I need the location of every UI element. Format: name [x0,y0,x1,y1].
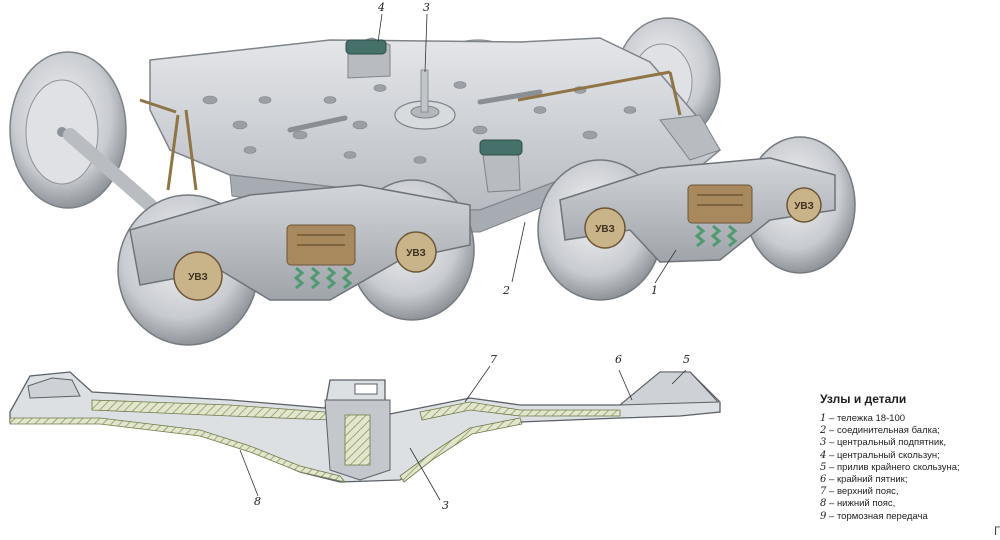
parts-legend: Узлы и детали 1 – тележка 18-100 2 – сое… [820,392,998,523]
callout-2: 2 [503,284,510,297]
legend-item: 9 – тормозная передача [820,510,928,522]
badge-uvz: УВЗ [595,224,615,235]
axle-box-badges: УВЗ УВЗ УВЗ УВЗ [188,201,814,283]
callout-7: 7 [490,353,497,366]
callout-8: 8 [254,495,261,508]
section-leader-lines [239,365,687,501]
section-view [9,371,721,483]
legend-item: 6 – крайний пятник; [820,473,908,485]
legend-item: 7 – верхний пояс, [820,486,899,498]
legend-item: 8 – нижний пояс, [820,498,896,510]
bogie-left [117,179,475,346]
edge-mark: Г [994,524,1000,538]
axle [63,128,157,212]
legend-item: 2 – соединительная балка; [820,425,940,437]
badge-uvz: УВЗ [188,272,208,283]
legend-item: 3 – центральный подпятник, [820,437,946,449]
badge-uvz: УВЗ [794,201,814,212]
badge-uvz: УВЗ [406,248,426,259]
legend-item: 4 – центральный скользун; [820,449,940,461]
legend-item: 1 – тележка 18-100 [820,413,906,424]
bogie-right [537,114,856,301]
legend-title: Узлы и детали [820,392,907,406]
brake-rigging [139,70,682,191]
leader-lines [377,13,677,284]
callout-3: 3 [423,1,430,14]
callout-1: 1 [651,284,658,297]
callout-3-section: 3 [442,499,449,512]
callout-6: 6 [615,353,622,366]
callout-4: 4 [378,1,385,14]
callout-5: 5 [683,353,690,366]
legend-item: 5 – прилив крайнего скользуна; [820,461,960,473]
